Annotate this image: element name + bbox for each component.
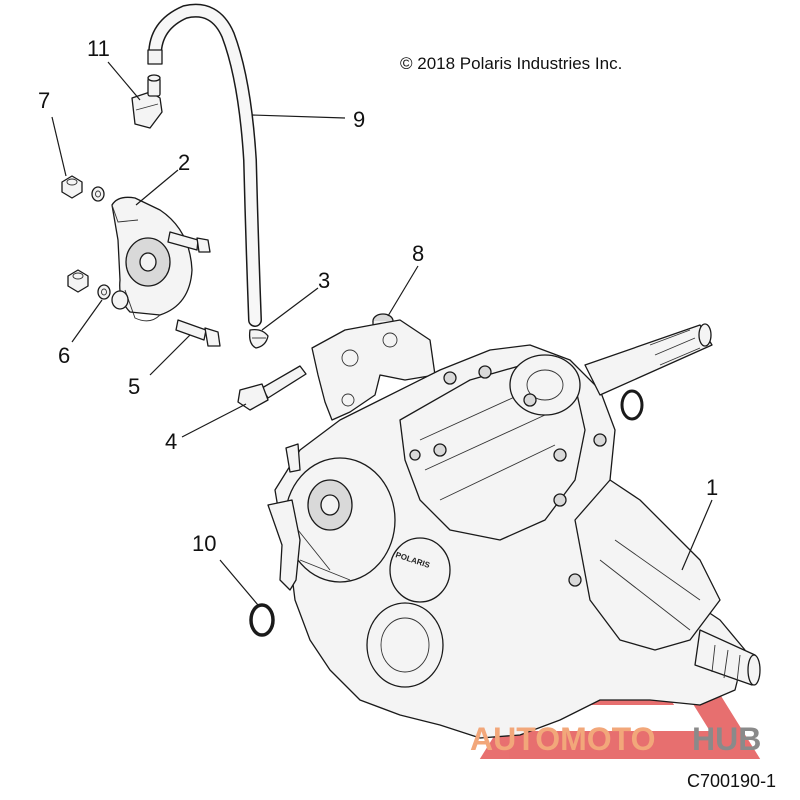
figure-id: C700190-1: [687, 771, 776, 791]
leader-3: [261, 287, 319, 331]
part-hose: [147, 3, 262, 327]
part-bolt-4: [237, 365, 307, 411]
leader-9: [251, 114, 346, 119]
leader-2: [135, 169, 179, 206]
callout-10: 10: [192, 531, 216, 556]
watermark-text: AUTOMOTO HUB: [470, 721, 761, 757]
callout-11: 11: [87, 36, 110, 61]
part-oring-shaft: [620, 389, 644, 421]
gear-dome: [509, 354, 581, 416]
part-nut-6: [67, 269, 111, 300]
mount-bracket: [311, 319, 436, 421]
leader-11: [107, 61, 141, 101]
part-bolt-cover: [167, 231, 211, 253]
callout-2: 2: [178, 150, 190, 175]
part-washer-upper: [91, 186, 105, 202]
output-shaft-upper: [584, 324, 713, 396]
callout-8: 8: [412, 241, 424, 266]
callout-9: 9: [353, 107, 365, 132]
leader-6: [71, 299, 103, 343]
callout-7: 7: [38, 88, 50, 113]
part-clip-3: [248, 328, 269, 349]
part-bolt-5: [175, 319, 221, 347]
watermark-brand-a: AUTOMOTO: [470, 721, 655, 757]
leader-7: [51, 116, 67, 177]
part-transmission: POLARIS: [267, 319, 761, 739]
leader-8: [387, 265, 419, 317]
lower-extension: [574, 479, 721, 651]
copyright-text: © 2018 Polaris Industries Inc.: [400, 54, 622, 73]
callouts: 11 9 7 2 3 6 5 4 8 10 1: [38, 36, 718, 556]
part-sensor-cover: [111, 196, 193, 322]
clutch-cover: [366, 602, 444, 688]
leader-4: [181, 403, 247, 438]
leader-5: [149, 334, 191, 376]
watermark-brand-b: HUB: [692, 721, 761, 757]
callout-4: 4: [165, 429, 177, 454]
part-oring-10: [249, 603, 275, 637]
leader-lines: [51, 61, 713, 606]
callout-6: 6: [58, 343, 70, 368]
part-fitting: [131, 74, 163, 129]
callout-5: 5: [128, 374, 140, 399]
leader-1: [681, 499, 713, 571]
callout-3: 3: [318, 268, 330, 293]
shift-lever: [267, 499, 301, 591]
part-nut-7: [61, 175, 83, 199]
hose-end: [147, 49, 163, 65]
callout-1: 1: [706, 475, 718, 500]
leader-10: [219, 559, 259, 606]
